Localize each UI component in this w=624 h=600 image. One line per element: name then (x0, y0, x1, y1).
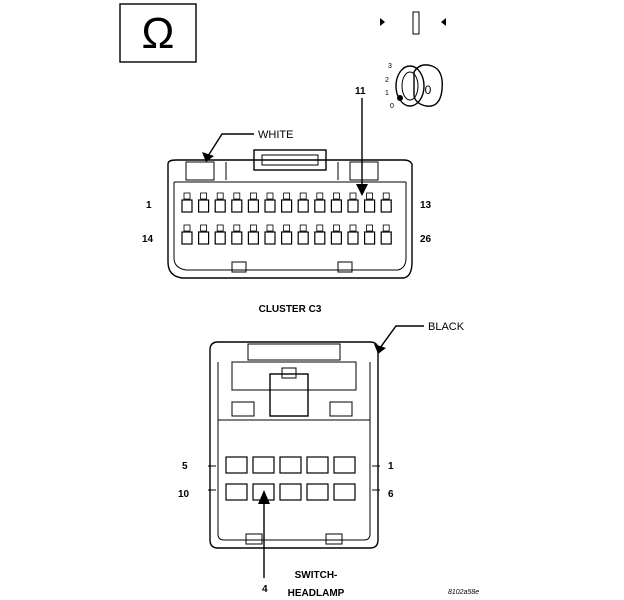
headlamp-cavity (333, 456, 356, 474)
cluster-c3-cavity (330, 231, 342, 245)
cluster-c3-pin-row-1 (181, 192, 392, 213)
cluster-c3-cavity (247, 199, 259, 213)
cluster-c3-cavity-latch (266, 224, 274, 232)
headlamp-color-label: BLACK (428, 321, 465, 333)
cluster-c3-cavity-latch (266, 192, 274, 200)
cluster-c3-cavity-latch (316, 224, 324, 232)
cluster-c3-cavity-latch (283, 192, 291, 200)
cluster-c3-cavity (314, 231, 326, 245)
cluster-c3-cavity-latch (299, 224, 307, 232)
cluster-c3-cavity-latch (183, 192, 191, 200)
headlamp-cavity (306, 483, 329, 501)
cluster-c3-cavity-latch (249, 224, 257, 232)
figure-code: 8102a58e (448, 589, 479, 596)
cluster-pin-callout: 11 (355, 86, 366, 97)
cluster-row1-start: 1 (146, 200, 152, 211)
cluster-c3-cavity (281, 231, 293, 245)
cluster-c3-cavity (347, 199, 359, 213)
key-position-1: 1 (385, 90, 389, 97)
key-glyph: 0 (425, 83, 432, 97)
pin-11-arrowhead-icon (356, 184, 368, 196)
cluster-c3-connector (167, 98, 413, 279)
ohm-glyph: Ω (142, 9, 175, 58)
headlamp-pin-callout: 4 (262, 584, 268, 595)
cluster-c3-cavity (198, 231, 210, 245)
cluster-row2-start: 14 (142, 234, 154, 245)
headlamp-name-line1: SWITCH- (295, 570, 338, 581)
cluster-row1-end: 13 (420, 200, 432, 211)
cluster-connector-name: CLUSTER C3 (259, 304, 322, 315)
cluster-c3-cavity (214, 199, 226, 213)
cluster-c3-cavity (380, 199, 392, 213)
headlamp-row1-right: 1 (388, 461, 394, 472)
white-arrowhead-icon (202, 152, 214, 162)
headlamp-cavity (252, 456, 275, 474)
cluster-c3-cavity (364, 231, 376, 245)
cluster-c3-cavity-latch (382, 224, 390, 232)
cluster-c3-cavity (231, 199, 243, 213)
headlamp-cavity (306, 456, 329, 474)
cluster-c3-cavity (314, 199, 326, 213)
cluster-c3-cavity-latch (183, 224, 191, 232)
cluster-c3-cavity-latch (249, 192, 257, 200)
cluster-c3-cavity-latch (216, 224, 224, 232)
cluster-c3-cavity-latch (299, 192, 307, 200)
cluster-c3-cavity (364, 199, 376, 213)
headlamp-cavity (279, 456, 302, 474)
cluster-c3-cavity (380, 231, 392, 245)
cluster-c3-cavity (281, 199, 293, 213)
headlamp-row2-left: 10 (178, 489, 190, 500)
cluster-c3-cavity-latch (283, 224, 291, 232)
headlamp-row1-left: 5 (182, 461, 188, 472)
cluster-c3-cavity-latch (382, 192, 390, 200)
key-position-3: 3 (388, 63, 392, 70)
ohmmeter-symbol-icon: Ω (119, 3, 197, 63)
cluster-c3-cavity (297, 231, 309, 245)
cluster-color-label: WHITE (258, 129, 293, 141)
cluster-c3-cavity (231, 231, 243, 245)
headlamp-cavity (333, 483, 356, 501)
headlamp-pin-row-2 (225, 483, 356, 501)
headlamp-row2-right: 6 (388, 489, 394, 500)
headlamp-switch-connector (208, 325, 424, 578)
cluster-c3-cavity-latch (366, 192, 374, 200)
pin-4-arrowhead-icon (258, 490, 270, 504)
cluster-c3-cavity-latch (216, 192, 224, 200)
key-position-2: 2 (385, 77, 389, 84)
headlamp-cavity (225, 483, 248, 501)
cluster-c3-cavity (198, 199, 210, 213)
cluster-c3-cavity (214, 231, 226, 245)
cluster-c3-cavity-latch (349, 224, 357, 232)
cluster-c3-cavity-latch (200, 192, 208, 200)
cluster-c3-cavity-latch (332, 224, 340, 232)
cluster-c3-cavity-latch (366, 224, 374, 232)
white-leader-line (207, 133, 254, 157)
cluster-c3-cavity-latch (316, 192, 324, 200)
cluster-c3-cavity (181, 199, 193, 213)
cluster-c3-cavity (247, 231, 259, 245)
ignition-key-icon: 0 3 2 1 0 (380, 11, 446, 110)
cluster-c3-cavity-latch (233, 192, 241, 200)
headlamp-pin-row-1 (225, 456, 356, 474)
cluster-c3-cavity-latch (200, 224, 208, 232)
cluster-c3-cavity (181, 231, 193, 245)
cluster-c3-cavity (264, 199, 276, 213)
cluster-c3-cavity-latch (349, 192, 357, 200)
cluster-c3-pin-row-2 (181, 224, 392, 245)
cluster-row2-end: 26 (420, 234, 432, 245)
headlamp-cavity (279, 483, 302, 501)
cluster-c3-cavity-latch (233, 224, 241, 232)
key-position-0: 0 (390, 103, 394, 110)
headlamp-name-line2: HEADLAMP (288, 588, 345, 599)
cluster-c3-cavity (330, 199, 342, 213)
cluster-c3-cavity (297, 199, 309, 213)
cluster-c3-cavity-latch (332, 192, 340, 200)
headlamp-cavity (225, 456, 248, 474)
cluster-c3-cavity (347, 231, 359, 245)
black-arrowhead-icon (374, 344, 386, 354)
black-leader-line (379, 325, 424, 349)
cluster-c3-cavity (264, 231, 276, 245)
